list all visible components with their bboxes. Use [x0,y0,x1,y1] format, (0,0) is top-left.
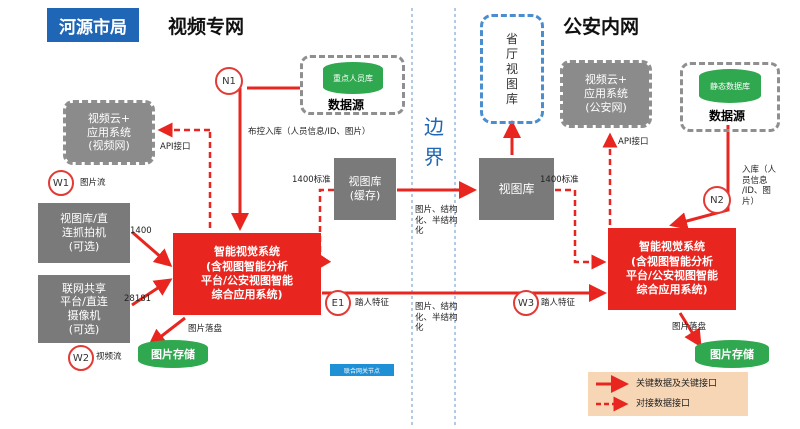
zone-title-police-network: 公安内网 [563,16,640,38]
marker-w1: W1 [48,170,74,196]
dashed-viewlib-smart [555,188,607,270]
label-image-flow: 图片流 [80,178,106,188]
video-cloud-left-frame: 视频云+ 应用系统 (视频网) [63,100,155,165]
arrow-capture-to-smart [131,230,173,267]
smart-vision-right-box[interactable]: 智能视觉系统 (含视图智能分析 平台/公安视图智能 综合应用系统) [608,228,736,310]
label-video-flow: 视频流 [96,352,122,362]
static-db-cylinder[interactable]: 静态数据库 [699,69,761,103]
datasource-right-frame: 静态数据库 数据源 [680,62,780,132]
capture-camera-box[interactable]: 视图库/直 连抓拍机 (可选) [38,203,130,263]
label-api-left: API接口 [160,142,191,152]
legend-solid-label: 关键数据及关键接口 [636,379,718,389]
provincial-view-lib[interactable]: 省 厅 视 图 库 [505,31,518,106]
view-lib-right-box[interactable]: 视图库 [479,158,554,220]
arrow-staticdb-to-smart [669,125,730,230]
marker-n1: N1 [215,67,243,95]
city-title-badge: 河源市局 [47,8,139,42]
datasource-right-label: 数据源 [709,109,746,123]
video-cloud-right-frame: 视频云+ 应用系统 (公安网) [560,60,652,128]
label-struct-top: 图片、结构 化、半结构 化 [415,205,458,237]
marker-e1: E1 [325,290,351,316]
label-image-drop-right: 图片落盘 [672,322,707,332]
arrow-share-to-smart [131,278,173,307]
label-1400-right: 1400标准 [540,175,579,185]
view-lib-cache-box[interactable]: 视图库 (缓存) [334,158,396,220]
key-person-db-cylinder[interactable]: 重点人员库 [323,62,383,94]
sharing-platform-box[interactable]: 联网共享 平台/直连 摄像机 (可选) [38,275,130,343]
border-label: 边界 [424,115,444,169]
gateway-node-tag: 联合网关节点 [330,364,394,376]
label-control-ingest: 布控入库（人员信息/ID、图片） [248,127,371,137]
image-storage-right[interactable]: 图片存储 [695,340,769,368]
label-api-right: API接口 [618,137,649,147]
provincial-view-lib-frame: 省 厅 视 图 库 [480,14,544,124]
zone-title-video-network: 视频专网 [168,16,245,38]
video-cloud-right[interactable]: 视频云+ 应用系统 (公安网) [563,63,649,125]
marker-w3: W3 [513,290,539,316]
smart-vision-left-box[interactable]: 智能视觉系统 (含视图智能分析 平台/公安视图智能 综合应用系统) [173,233,321,315]
video-cloud-left[interactable]: 视频云+ 应用系统 (视频网) [66,103,152,162]
label-image-drop-left: 图片落盘 [188,324,223,334]
label-feature-e1: 踏人特征 [355,298,390,308]
datasource-left-frame: 重点人员库 数据源 [300,55,405,115]
image-storage-left[interactable]: 图片存储 [138,340,208,368]
label-port-28181: 28181 [124,294,152,304]
marker-n2: N2 [703,186,731,214]
marker-w2: W2 [68,345,94,371]
label-port-1400: 1400 [130,226,152,236]
label-struct-bottom: 图片、结构 化、半结构 化 [415,302,458,334]
legend-dashed-label: 对接数据接口 [636,399,691,409]
label-ingest-right: 入库（人 员信息 /ID、图 片） [742,165,777,207]
label-1400-left: 1400标准 [292,175,331,185]
label-feature-w3: 踏人特征 [541,298,576,308]
arrow-smartright-to-imgstore [678,312,702,348]
datasource-left-label: 数据源 [328,98,365,112]
